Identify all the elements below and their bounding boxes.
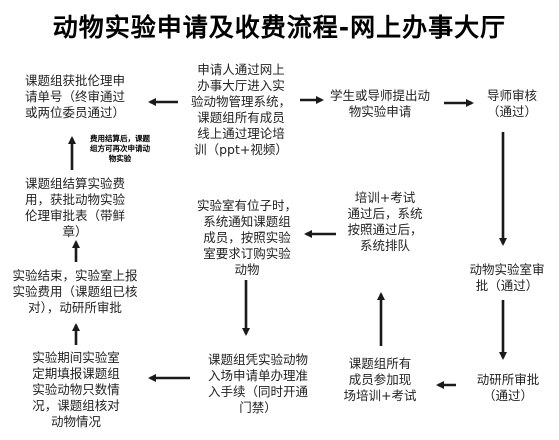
- step-settle-expenses: 课题组结算实验费 用，获批动物实验 伦理审批表（带鲜 章）: [24, 176, 125, 239]
- step-online-platform-training: 申请人通过网上 办事大厅进入实 验动物管理系统， 课题组所有成员 线上通过理论培…: [190, 62, 291, 157]
- page-title: 动物实验申请及收费流程-网上办事大厅: [52, 13, 507, 42]
- step-order-animals: 实验室有位子时， 系统通知课题组 成员，按照实验 室要求订购实验 动物: [196, 198, 297, 277]
- step-animal-lab-approval: 动物实验室审 批（通过）: [469, 262, 545, 293]
- step-periodic-reporting: 实验期间实验室 定期填报课题组 实验动物只数情 况，课题组核对 动物情况: [32, 350, 120, 429]
- step-system-queue: 培训+考试 通过后，系统 按照通过后， 系统排队: [347, 190, 423, 253]
- step-report-expenses: 实验结束，实验室上报 实验费用（课题组已核 对），动研所审批: [12, 268, 138, 315]
- step-submit-application: 学生或导师提出动 物实验申请: [329, 88, 430, 119]
- step-entry-procedures: 课题组凭实验动物 入场申请单办理准 入手续（同时开通 门禁）: [207, 352, 308, 415]
- step-onsite-training-exam: 课题组所有 成员参加现 场培训+考试: [343, 356, 417, 403]
- reapply-note: 费用结算后，课题 组方可再次申请动 物实验: [90, 134, 150, 163]
- step-supervisor-review: 导师审核 （通过）: [486, 88, 537, 119]
- step-institute-approval: 动研所审批 （通过）: [476, 372, 540, 403]
- step-ethics-number: 课题组获批伦理申 请单号（终审通过 或两位委员通过）: [24, 73, 125, 120]
